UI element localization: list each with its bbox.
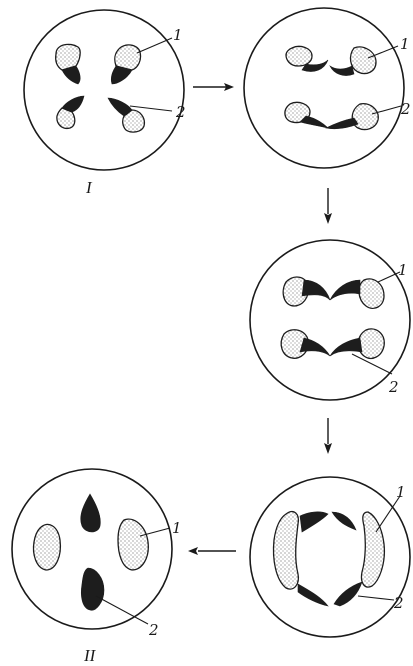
chromosome-lower-right (108, 98, 144, 132)
chromosome-bottom-right (334, 582, 362, 606)
chromosome-upper-left (56, 44, 81, 84)
stage-label-first: I (85, 178, 93, 197)
chromosome-bottom-left (285, 102, 328, 128)
part-label-1: 1 (173, 26, 183, 44)
part-label-1: 1 (400, 35, 410, 53)
cell-stage-4: 1 2 (250, 477, 410, 637)
chromosome-right (118, 519, 148, 570)
part-label-2: 2 (388, 378, 399, 396)
part-label-2: 2 (148, 621, 159, 639)
cell-stage-1: 1 2 I (24, 10, 186, 197)
part-label-1: 1 (396, 483, 406, 501)
chromosome-bottom (81, 568, 104, 610)
chromosome-upper-left (283, 277, 330, 306)
part-label-2: 2 (175, 103, 186, 121)
cell-outline (244, 8, 404, 168)
chromosome-left (34, 524, 61, 570)
chromosome-top-left (286, 46, 328, 71)
arrow-down-2 (324, 418, 332, 454)
chromosome-lower-left (57, 96, 84, 128)
cell-stage-3: 1 2 (250, 240, 410, 400)
stage-label-last: II (83, 646, 97, 665)
chromosome-lower-right (330, 329, 384, 358)
chromosome-top-right (330, 47, 376, 76)
chromosome-top-left (300, 512, 328, 532)
chromosome-bottom-right (326, 104, 378, 130)
chromosome-upper-right (111, 45, 140, 84)
leader-line-2 (358, 596, 394, 600)
chromosome-right-arc (361, 512, 384, 587)
chromosome-left-arc (274, 512, 299, 589)
part-label-1: 1 (398, 261, 408, 279)
chromosome-bottom-left (298, 584, 328, 606)
cell-outline (24, 10, 184, 170)
arrow-right (193, 83, 234, 91)
chromosome-upper-right (330, 279, 384, 308)
part-label-2: 2 (400, 100, 411, 118)
cell-stage-5: 1 2 II (12, 469, 182, 665)
arrow-left (188, 547, 236, 555)
part-label-1: 1 (172, 519, 182, 537)
chromosome-lower-left (281, 330, 330, 359)
cell-outline (250, 240, 410, 400)
chromosome-top-right (332, 512, 356, 530)
arrow-down-1 (324, 188, 332, 224)
leader-line-2 (96, 596, 148, 624)
leader-line-1 (137, 38, 172, 53)
cell-stage-2: 1 2 (244, 8, 411, 168)
part-label-2: 2 (393, 594, 404, 612)
chromosome-top (81, 494, 101, 532)
